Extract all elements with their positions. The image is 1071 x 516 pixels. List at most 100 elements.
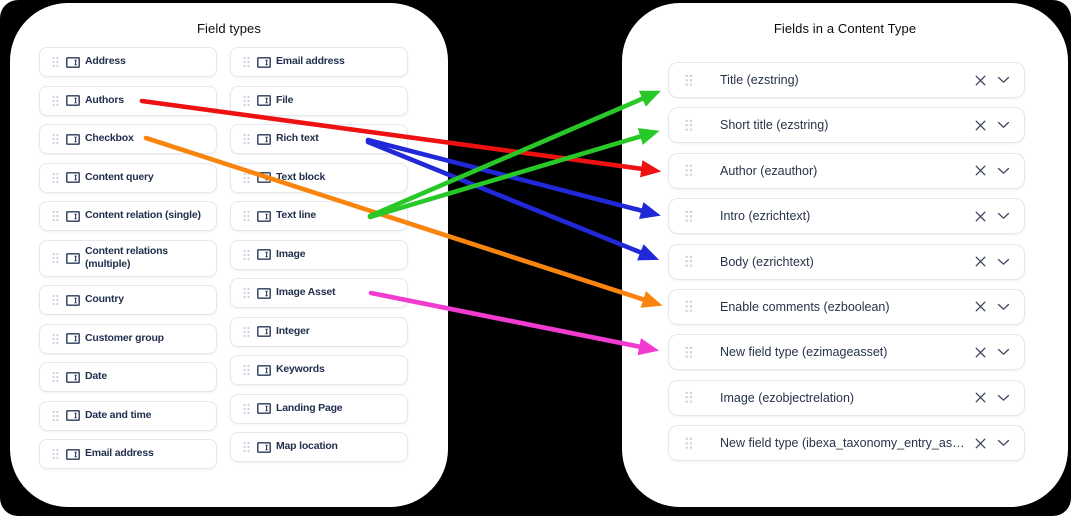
field-type-card[interactable]: Customer group (39, 323, 217, 354)
drag-handle-icon[interactable] (52, 448, 59, 460)
content-type-fields-title: Fields in a Content Type (773, 21, 917, 36)
drag-handle-icon[interactable] (243, 287, 250, 299)
drag-handle-icon[interactable] (243, 210, 250, 222)
drag-handle-icon[interactable] (685, 210, 693, 223)
content-field-row[interactable]: New field type (ezimageasset) (668, 334, 1025, 371)
content-field-row[interactable]: Image (ezobjectrelation) (668, 379, 1025, 416)
field-type-card[interactable]: Text block (230, 162, 408, 193)
content-type-fields-list: Title (ezstring) (668, 62, 1025, 462)
drag-handle-icon[interactable] (52, 133, 59, 145)
field-type-card[interactable]: Image Asset (230, 278, 408, 308)
drag-handle-icon[interactable] (52, 56, 59, 68)
chevron-down-icon[interactable] (997, 121, 1010, 129)
drag-handle-icon[interactable] (243, 133, 250, 145)
remove-field-button[interactable] (974, 437, 987, 450)
drag-handle-icon[interactable] (243, 95, 250, 107)
content-field-row[interactable]: Enable comments (ezboolean) (668, 288, 1025, 325)
row-actions (974, 164, 1012, 177)
remove-field-button[interactable] (974, 391, 987, 404)
remove-field-button[interactable] (974, 300, 987, 313)
field-type-card[interactable]: Landing Page (230, 393, 408, 424)
field-type-label: Keywords (276, 363, 325, 376)
remove-field-button[interactable] (974, 164, 987, 177)
field-input-icon (66, 172, 80, 183)
field-type-card[interactable]: Checkbox (39, 124, 217, 154)
remove-field-button[interactable] (974, 346, 987, 359)
drag-handle-icon[interactable] (685, 346, 693, 359)
content-field-label: Image (ezobjectrelation) (720, 390, 855, 405)
drag-handle-icon[interactable] (685, 255, 693, 268)
field-input-icon (66, 371, 80, 383)
drag-handle-icon[interactable] (52, 294, 59, 306)
field-type-card[interactable]: Content relations (multiple) (39, 239, 217, 277)
drag-handle-icon[interactable] (685, 300, 693, 313)
chevron-down-icon[interactable] (997, 212, 1010, 220)
chevron-down-icon[interactable] (997, 303, 1010, 311)
content-field-row[interactable]: Title (ezstring) (668, 62, 1025, 98)
drag-handle-icon[interactable] (52, 95, 59, 107)
field-type-card[interactable]: Rich text (230, 124, 408, 154)
remove-field-button[interactable] (974, 255, 987, 268)
drag-handle-icon[interactable] (685, 391, 693, 404)
field-type-card[interactable]: Authors (39, 85, 217, 116)
content-field-label: Enable comments (ezboolean) (720, 299, 890, 314)
remove-field-button[interactable] (974, 74, 987, 87)
content-field-label: Title (ezstring) (720, 73, 799, 87)
field-type-card[interactable]: Date (39, 362, 217, 392)
field-type-card[interactable]: Keywords (230, 355, 408, 385)
field-type-card[interactable]: Address (39, 47, 217, 77)
field-input-icon (66, 210, 80, 222)
field-type-card[interactable]: Image (230, 239, 408, 270)
drag-handle-icon[interactable] (685, 437, 693, 450)
drag-handle-icon[interactable] (685, 119, 693, 132)
drag-handle-icon[interactable] (243, 326, 250, 338)
chevron-down-icon[interactable] (997, 258, 1010, 266)
drag-handle-icon[interactable] (52, 371, 59, 383)
chevron-down-icon[interactable] (997, 167, 1010, 175)
field-type-card[interactable]: Email address (39, 439, 217, 469)
field-type-card[interactable]: Integer (230, 316, 408, 347)
field-type-card[interactable]: Map location (230, 432, 408, 462)
drag-handle-icon[interactable] (52, 172, 59, 184)
field-type-card[interactable]: Content query (39, 162, 217, 193)
field-type-label: Landing Page (276, 401, 343, 414)
field-type-card[interactable]: Email address (230, 47, 408, 77)
field-type-label: Email address (85, 447, 154, 460)
field-type-card[interactable]: File (230, 85, 408, 116)
drag-handle-icon[interactable] (52, 252, 59, 264)
row-actions (974, 300, 1012, 313)
content-field-row[interactable]: Body (ezrichtext) (668, 243, 1025, 280)
content-field-row[interactable]: Intro (ezrichtext) (668, 198, 1025, 235)
field-type-card[interactable]: Text line (230, 201, 408, 231)
drag-handle-icon[interactable] (52, 333, 59, 345)
drag-handle-icon[interactable] (685, 74, 693, 87)
drag-handle-icon[interactable] (52, 210, 59, 222)
chevron-down-icon[interactable] (997, 76, 1010, 84)
drag-handle-icon[interactable] (243, 56, 250, 68)
drag-handle-icon[interactable] (243, 441, 250, 453)
chevron-down-icon[interactable] (997, 439, 1010, 447)
remove-field-button[interactable] (974, 119, 987, 132)
drag-handle-icon[interactable] (243, 172, 250, 184)
row-actions (974, 346, 1012, 359)
field-input-icon (66, 410, 80, 421)
chevron-down-icon[interactable] (997, 394, 1010, 402)
field-input-icon (66, 56, 80, 68)
chevron-down-icon[interactable] (997, 348, 1010, 356)
field-input-icon (66, 448, 80, 460)
drag-handle-icon[interactable] (243, 249, 250, 261)
field-type-label: Text line (276, 209, 317, 222)
drag-handle-icon[interactable] (52, 410, 59, 422)
drag-handle-icon[interactable] (243, 403, 250, 415)
content-field-row[interactable]: Short title (ezstring) (668, 107, 1025, 144)
field-type-card[interactable]: Content relation (single) (39, 201, 217, 231)
remove-field-button[interactable] (974, 210, 987, 223)
content-field-row[interactable]: Author (ezauthor) (668, 152, 1025, 189)
field-type-card[interactable]: Date and time (39, 400, 217, 431)
field-input-icon (66, 294, 80, 306)
drag-handle-icon[interactable] (685, 164, 693, 177)
drag-handle-icon[interactable] (243, 364, 250, 376)
content-field-row[interactable]: New field type (ibexa_taxonomy_entry_ass… (668, 425, 1025, 462)
field-type-card[interactable]: Country (39, 285, 217, 315)
content-field-label: New field type (ezimageasset) (720, 345, 888, 360)
